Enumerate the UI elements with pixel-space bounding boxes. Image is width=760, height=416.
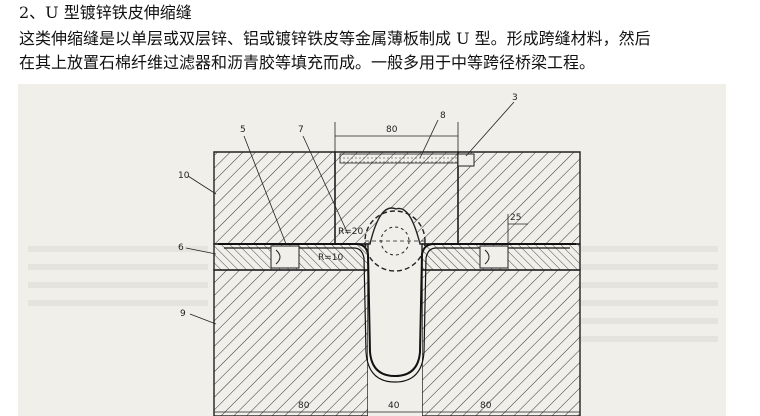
callout-10: 10 — [178, 171, 190, 181]
u-shaped-plate — [218, 243, 576, 378]
expansion-joint-figure: 80 25 80 40 80 R=20 R=10 5 7 8 3 10 6 9 — [18, 84, 726, 416]
faded-background-text — [28, 246, 718, 342]
svg-text:80: 80 — [386, 125, 398, 135]
top-right-deck-block — [457, 151, 581, 245]
bottom-right-girder — [421, 269, 581, 416]
asphalt-filler-strip — [339, 153, 459, 164]
radius-r10: R=10 — [318, 253, 344, 263]
dimension-bottom: 80 40 80 — [214, 401, 580, 413]
svg-text:40: 40 — [388, 401, 400, 411]
callout-9: 9 — [180, 309, 186, 319]
svg-text:80: 80 — [298, 401, 310, 411]
bottom-left-girder — [213, 269, 369, 416]
dimension-top: 80 — [334, 122, 459, 154]
section-heading: 2、U 型镀锌铁皮伸缩缝 — [19, 3, 192, 22]
radius-r20: R=20 — [338, 227, 364, 237]
callout-6: 6 — [178, 243, 184, 253]
svg-text:25: 25 — [510, 213, 521, 223]
paragraph-line-1: 这类伸缩缝是以单层或双层锌、铝或镀锌铁皮等金属薄板制成 U 型。形成跨缝材料，然… — [19, 29, 651, 48]
callout-8: 8 — [440, 111, 446, 121]
callout-7: 7 — [298, 125, 304, 135]
center-filler-block — [334, 151, 459, 245]
dimension-side: 25 — [507, 213, 528, 246]
callout-3: 3 — [512, 93, 518, 103]
svg-text:80: 80 — [480, 401, 492, 411]
callout-5: 5 — [240, 125, 246, 135]
paragraph-line-2: 在其上放置石棉纤维过滤器和沥青胶等填充而成。一般多用于中等跨径桥梁工程。 — [19, 53, 596, 72]
callout-leaders — [185, 101, 515, 325]
joint-drawing: 80 25 80 40 80 R=20 R=10 5 7 8 3 10 6 9 — [28, 93, 718, 416]
